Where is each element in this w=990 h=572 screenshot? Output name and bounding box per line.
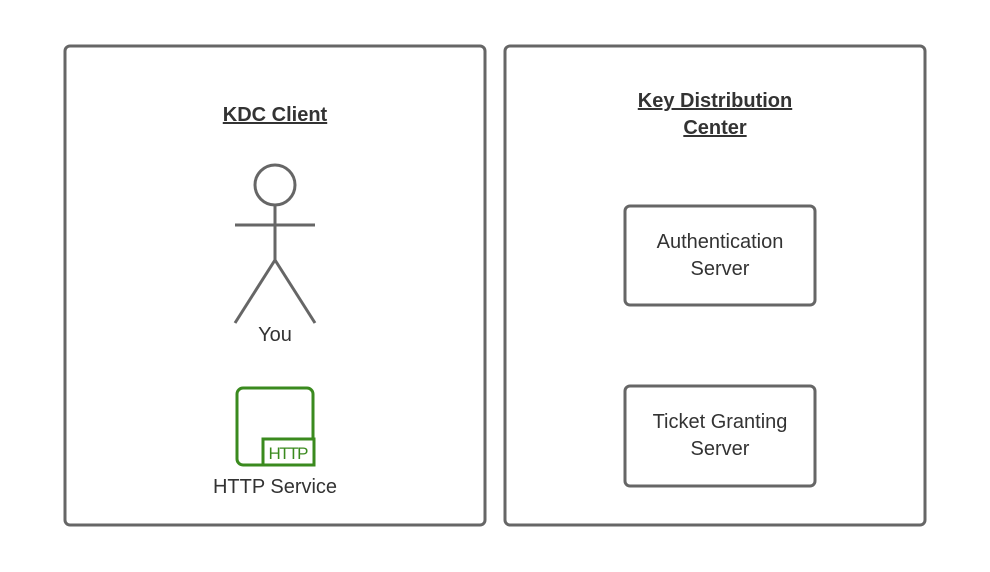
kdc-title-line-2: Center [683, 117, 747, 139]
kdc-client-container[interactable] [63, 44, 487, 527]
http-service-label: HTTP Service [213, 476, 337, 498]
authentication-server-box[interactable] [623, 204, 817, 307]
ticket-granting-server-box[interactable] [623, 384, 817, 488]
http-service-icon[interactable]: HTTP [235, 386, 316, 467]
ticket-granting-server-line-2: Server [691, 438, 750, 460]
authentication-server-line-2: Server [691, 258, 750, 280]
ticket-granting-server-line-1: Ticket Granting [653, 411, 788, 433]
kdc-client-title: KDC Client [223, 104, 328, 126]
http-icon-text: HTTP [269, 444, 309, 463]
actor-you-icon[interactable] [233, 163, 317, 324]
kdc-title-line-1: Key Distribution [638, 90, 792, 112]
actor-label: You [258, 324, 292, 346]
authentication-server-line-1: Authentication [657, 231, 784, 253]
